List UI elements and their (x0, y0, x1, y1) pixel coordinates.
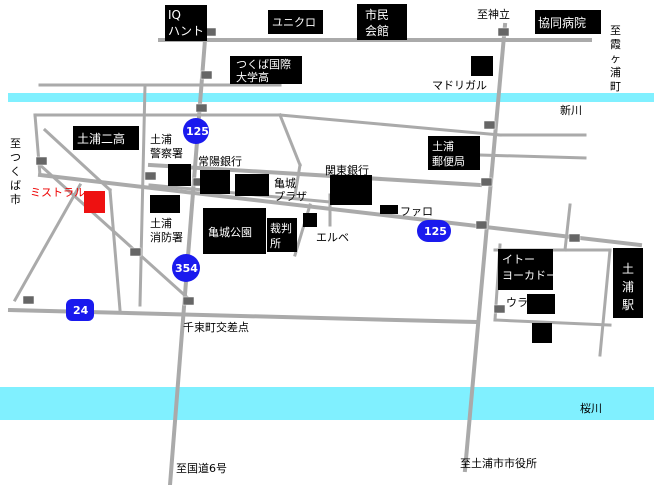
kanto-ginko-building (330, 175, 372, 205)
iq-hunt-label-2: ハント (168, 24, 204, 38)
ito-yokado-building (498, 249, 553, 290)
traffic-lights (22, 27, 581, 314)
yubinkyoku-label-2: 郵便局 (432, 155, 465, 168)
route-125-right-badge (417, 220, 451, 242)
kokudo6-label: 至国道6号 (176, 461, 227, 475)
tsukuba-label-4: ば (10, 179, 21, 192)
small-building (532, 323, 552, 343)
kyodo-byoin-label: 協同病院 (538, 15, 586, 30)
route-24-badge (66, 299, 94, 321)
elbe-building (303, 213, 317, 227)
faro-building (380, 205, 398, 214)
sakuragawa-river (0, 387, 654, 420)
traffic-light-icon (480, 177, 493, 187)
tsuchiura-eki-label-3: 駅 (622, 298, 634, 312)
route-125-top-badge (183, 118, 209, 144)
traffic-light-icon (475, 220, 488, 230)
shiyakusho-label: 至土浦市市役所 (460, 456, 537, 470)
traffic-light-icon (493, 304, 506, 314)
shobo-label-2: 消防署 (150, 230, 183, 244)
tsukuba-label-2: つ (10, 151, 21, 164)
ito-yokado-label-2: ヨーカドー (502, 269, 557, 282)
saibansho-building (267, 218, 297, 252)
kasumigaura-label-2: 霞 (610, 38, 621, 51)
keisatsu-label-2: 警察署 (150, 146, 183, 160)
tsukuba-kokusai-label: つくば国際 (236, 58, 291, 71)
yubinkyoku-label: 土浦 (432, 140, 454, 153)
saibansho-label: 裁判 (270, 222, 292, 235)
buildings (73, 4, 643, 343)
tsukuba-label-3: く (10, 165, 21, 178)
route-354-label: 354 (175, 262, 198, 275)
sakuragawa-label: 桜川 (580, 401, 602, 415)
map-labels: 至神立 至 霞 ヶ 浦 町 マドリガル 新川 至 つ く ば 市 土浦 警察署 … (10, 7, 621, 475)
traffic-light-icon (200, 70, 213, 80)
tsukuba-kokusai-building (230, 56, 302, 84)
tsuchiura-eki-building (613, 248, 643, 318)
kasumigaura-label-4: 浦 (610, 66, 621, 79)
joyo-ginko-building (200, 170, 230, 194)
shinkawa-label: 新川 (560, 103, 582, 117)
uniqlo-label: ユニクロ (272, 16, 316, 29)
kijo-plaza-building (235, 174, 269, 196)
madrigal-building (471, 56, 493, 76)
saibansho-label-2: 所 (270, 237, 281, 250)
traffic-light-icon (182, 296, 195, 306)
traffic-light-icon (497, 27, 510, 37)
route-24-label: 24 (73, 304, 89, 317)
tsuchiura-nikou-label: 土浦二高 (77, 131, 125, 146)
tsuchiura-nikou-building (73, 126, 139, 150)
traffic-light-icon (35, 156, 48, 166)
kasumigaura-label-1: 至 (610, 24, 621, 37)
traffic-light-icon (129, 247, 142, 257)
kyodo-byoin-building (535, 10, 601, 34)
kijo-koen-building (203, 208, 266, 254)
uniqlo-building (268, 10, 323, 34)
faro-label: ファロ (400, 205, 433, 218)
tsukuba-kokusai-label-2: 大学高 (236, 70, 269, 84)
route-354-badge (172, 254, 200, 282)
ulala-building (527, 294, 555, 314)
traffic-light-icon (144, 171, 157, 181)
route-125-top-label: 125 (186, 125, 209, 138)
keisatsu-label: 土浦 (150, 133, 172, 146)
ito-yokado-label: イトー (502, 253, 535, 266)
madrigal-label: マドリガル (432, 79, 487, 92)
shimin-kaikan-label: 市民 (365, 7, 389, 22)
joyo-ginko-label: 常陽銀行 (198, 154, 242, 168)
iq-hunt-building (165, 5, 207, 41)
traffic-light-icon (568, 233, 581, 243)
shimin-kaikan-building (357, 4, 407, 40)
traffic-light-icon (22, 295, 35, 305)
kijo-koen-label: 亀城公園 (208, 225, 252, 239)
shinkawa-river (8, 93, 654, 102)
route-badges: 125 125 354 24 (66, 118, 451, 321)
kasumigaura-label-3: ヶ (610, 52, 621, 65)
keisatsu-building (168, 164, 191, 186)
traffic-light-icon (195, 103, 208, 113)
tsuchiura-eki-label-2: 浦 (622, 280, 634, 294)
shikanda-label: 至神立 (477, 7, 510, 21)
elbe-label: エルベ (316, 231, 349, 244)
yubinkyoku-building (428, 136, 480, 170)
shobo-building (150, 195, 180, 213)
kasumigaura-label-5: 町 (610, 80, 621, 93)
ulala-label: ウララ (506, 296, 539, 309)
senzoku-crossing-label: 千束町交差点 (183, 320, 249, 334)
iq-hunt-label: IQ (168, 8, 181, 22)
building-labels: IQ ハント ユニクロ 市民 会館 協同病院 つくば国際 大学高 土浦二高 土浦… (77, 7, 634, 312)
mistral-marker (84, 191, 105, 213)
tsukuba-label-1: 至 (10, 137, 21, 150)
shimin-kaikan-label-2: 会館 (365, 23, 389, 38)
shobo-label: 土浦 (150, 217, 172, 230)
kijo-plaza-label: 亀城 (274, 176, 296, 190)
mistral-label: ミストラル (30, 186, 85, 199)
tsukuba-label-5: 市 (10, 192, 21, 206)
kijo-plaza-label-2: プラザ (274, 190, 307, 203)
traffic-light-icon (483, 120, 496, 130)
kanto-ginko-label: 関東銀行 (325, 163, 369, 177)
tsuchiura-eki-label: 土 (622, 262, 634, 276)
route-125-right-label: 125 (424, 225, 447, 238)
